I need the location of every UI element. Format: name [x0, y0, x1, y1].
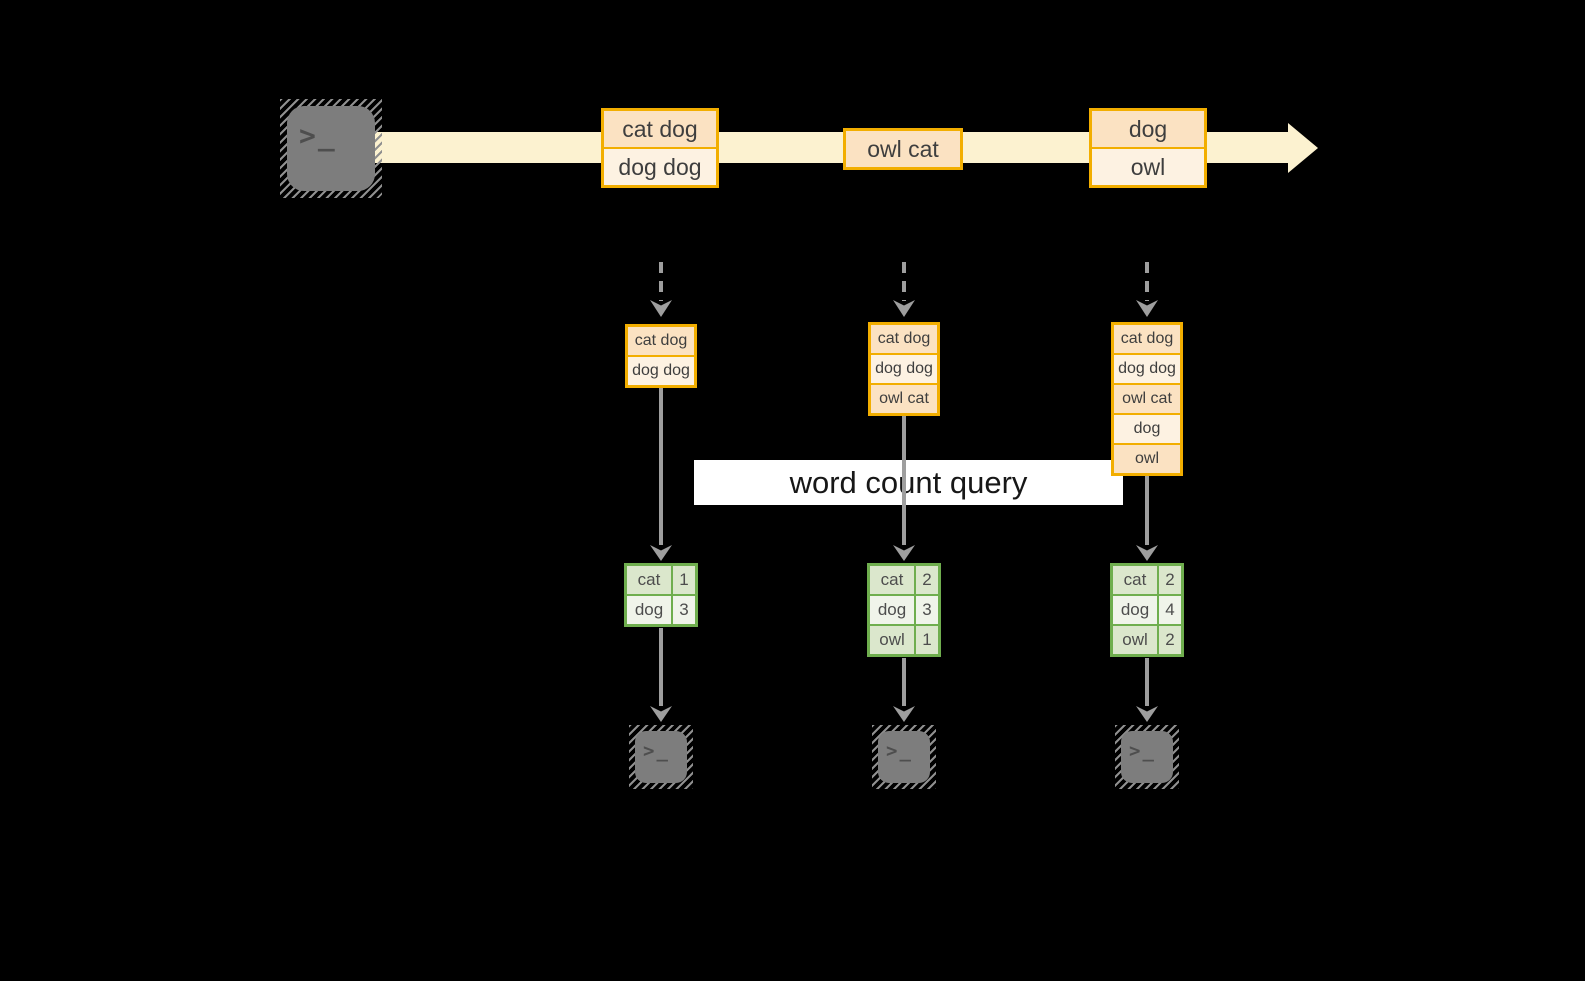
count-word-cell: dog: [1113, 596, 1157, 624]
event-row: owl cat: [846, 131, 960, 167]
count-word-cell: cat: [1113, 566, 1157, 594]
sink-terminal-icon-1: >_: [629, 725, 693, 789]
count-value-cell: 1: [916, 626, 938, 654]
count-word-cell: cat: [870, 566, 914, 594]
state-row: dog dog: [1114, 355, 1180, 383]
arrowhead: [1136, 545, 1158, 561]
count-value-cell: 2: [1159, 566, 1181, 594]
count-value-cell: 3: [916, 596, 938, 624]
arrowhead: [1136, 706, 1158, 722]
count-word-cell: owl: [870, 626, 914, 654]
count-word-cell: dog: [870, 596, 914, 624]
query-label: word count query: [789, 464, 1028, 500]
source-terminal-icon: >_: [280, 99, 382, 198]
sink-terminal-icon-2: >_: [872, 725, 936, 789]
event-row: dog: [1092, 111, 1204, 147]
count-word-cell: cat: [627, 566, 671, 594]
state-box-1: cat dog dog dog: [625, 324, 697, 388]
stream-event-box-2: owl cat: [843, 128, 963, 170]
count-word-cell: owl: [1113, 626, 1157, 654]
count-value-cell: 2: [916, 566, 938, 594]
event-row: cat dog: [604, 111, 716, 147]
count-value-cell: 1: [673, 566, 695, 594]
arrowhead: [893, 706, 915, 722]
state-row: owl cat: [1114, 385, 1180, 413]
arrowhead: [650, 300, 672, 317]
terminal-screen: >_: [878, 731, 930, 783]
query-label-band: word count query: [694, 460, 1123, 505]
count-value-cell: 3: [673, 596, 695, 624]
solid-arrows: [659, 388, 1149, 706]
terminal-screen: >_: [287, 106, 375, 191]
dashed-arrows: [659, 262, 1149, 301]
terminal-screen: >_: [1121, 731, 1173, 783]
count-word-cell: dog: [627, 596, 671, 624]
count-value-cell: 4: [1159, 596, 1181, 624]
state-row: dog dog: [871, 355, 937, 383]
event-row: dog dog: [604, 149, 716, 185]
prompt-glyph: >_: [643, 740, 670, 762]
terminal-screen: >_: [635, 731, 687, 783]
prompt-glyph: >_: [299, 119, 337, 152]
prompt-glyph: >_: [1129, 740, 1156, 762]
arrowhead: [650, 545, 672, 561]
arrowhead: [893, 545, 915, 561]
state-row: cat dog: [628, 327, 694, 355]
arrowhead: [893, 300, 915, 317]
state-row: owl: [1114, 445, 1180, 473]
state-row: owl cat: [871, 385, 937, 413]
prompt-glyph: >_: [886, 740, 913, 762]
state-row: cat dog: [871, 325, 937, 353]
stream-arrowhead: [1288, 123, 1318, 173]
stream-event-box-1: cat dog dog dog: [601, 108, 719, 188]
arrowhead: [1136, 300, 1158, 317]
state-row: dog dog: [628, 357, 694, 385]
state-row: cat dog: [1114, 325, 1180, 353]
state-box-2: cat dog dog dog owl cat: [868, 322, 940, 416]
count-value-cell: 2: [1159, 626, 1181, 654]
state-box-3: cat dog dog dog owl cat dog owl: [1111, 322, 1183, 476]
sink-terminal-icon-3: >_: [1115, 725, 1179, 789]
count-table-1: cat 1 dog 3: [624, 563, 698, 627]
arrowhead: [650, 706, 672, 722]
state-row: dog: [1114, 415, 1180, 443]
count-table-2: cat 2 dog 3 owl 1: [867, 563, 941, 657]
stream-event-box-3: dog owl: [1089, 108, 1207, 188]
count-table-3: cat 2 dog 4 owl 2: [1110, 563, 1184, 657]
dashed-arrowheads: [650, 300, 1158, 317]
event-row: owl: [1092, 149, 1204, 185]
